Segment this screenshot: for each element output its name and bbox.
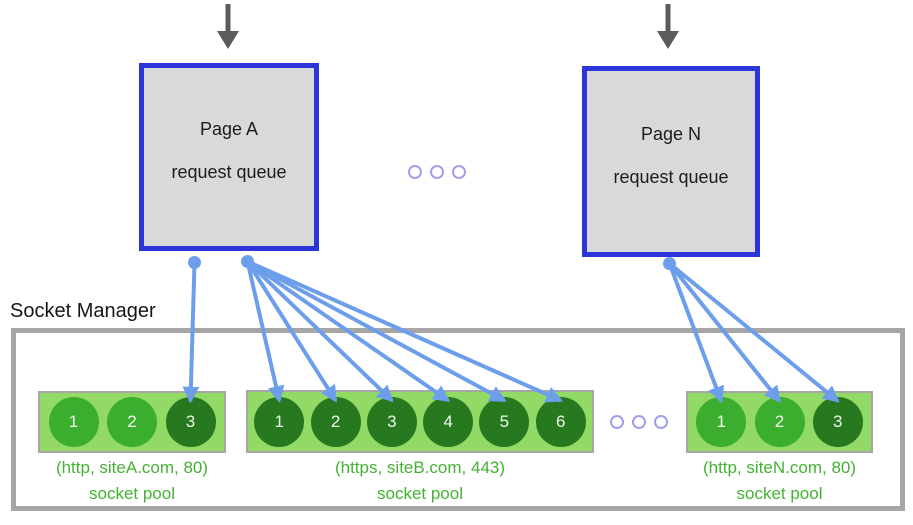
pool3-socket-1: 1: [696, 397, 747, 447]
page-a-subtitle: request queue: [171, 162, 287, 182]
ellipsis-dot: [430, 165, 444, 179]
socket-manager-label: Socket Manager: [10, 300, 156, 322]
pool-siteA-label: (http, siteA.com, 80) socket pool: [28, 455, 236, 507]
pool1-socket-1: 1: [48, 397, 99, 447]
pool2-socket-6: 6: [535, 396, 586, 447]
pool2-socket-2: 2: [310, 396, 361, 447]
pool-siteN-endpoint: (http, siteN.com, 80): [702, 458, 857, 477]
ellipsis-dot: [632, 415, 646, 429]
pool1-socket-2: 2: [107, 397, 157, 447]
ellipsis-dot: [452, 165, 466, 179]
pool-siteN-label: (http, siteN.com, 80) socket pool: [676, 455, 883, 507]
page-n-subtitle: request queue: [613, 166, 729, 187]
pool2-socket-5: 5: [479, 396, 530, 447]
pageA-anchor-2: [241, 255, 254, 268]
incoming-requests-arrow-pageA: [217, 4, 239, 49]
pool2-socket-1: 1: [254, 396, 305, 447]
page-a-request-queue-box: Page A request queue: [139, 63, 319, 251]
page-n-request-queue-box: Page N request queue: [582, 66, 760, 257]
pageA-anchor-1: [188, 256, 201, 269]
pageN-anchor-1: [663, 257, 676, 270]
pool-siteB-label: (https, siteB.com, 443) socket pool: [246, 455, 594, 507]
pool2-socket-3: 3: [366, 396, 417, 447]
pool1-socket-3: 3: [165, 397, 216, 447]
pool-siteN-caption: socket pool: [736, 484, 823, 503]
page-n-title: Page N: [640, 123, 702, 144]
ellipsis-dot: [610, 415, 624, 429]
pool-siteA-caption: socket pool: [89, 484, 175, 503]
pool2-socket-4: 4: [423, 396, 474, 447]
incoming-requests-arrow-pageN: [657, 4, 679, 49]
queues-ellipsis-icon: [408, 165, 466, 179]
pool-siteB-caption: socket pool: [377, 484, 463, 503]
pool-siteA-endpoint: (http, siteA.com, 80): [55, 458, 209, 477]
page-a-title: Page A: [199, 119, 259, 139]
ellipsis-dot: [408, 165, 422, 179]
pool3-socket-2: 2: [754, 397, 805, 447]
pool-siteB-endpoint: (https, siteB.com, 443): [334, 458, 506, 477]
pool3-socket-3: 3: [812, 397, 863, 447]
ellipsis-dot: [654, 415, 668, 429]
pools-ellipsis-icon: [610, 415, 668, 429]
